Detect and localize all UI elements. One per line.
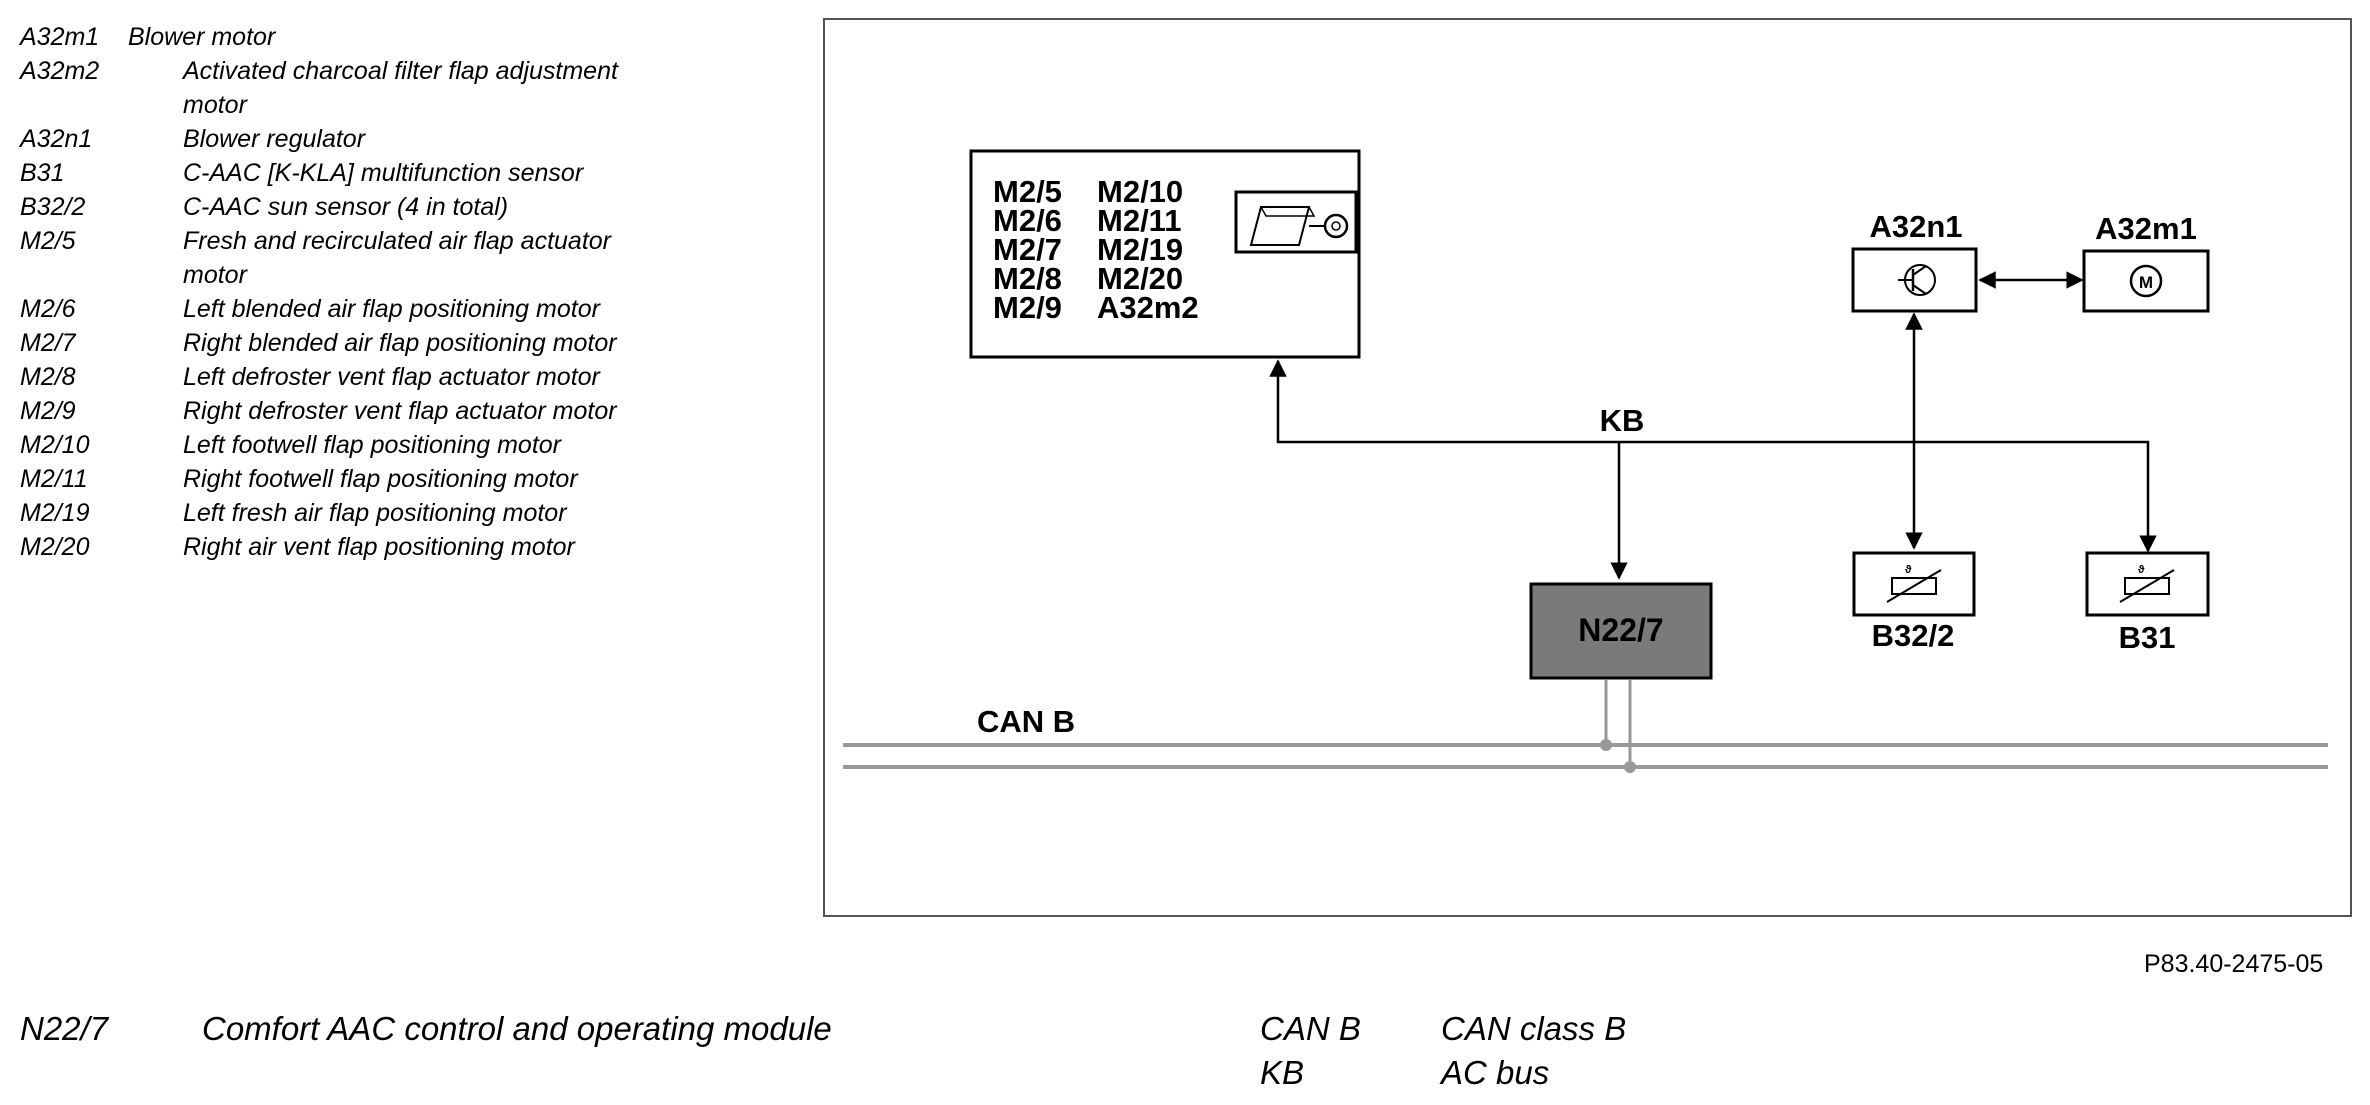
legend-code: M2/6 — [20, 295, 76, 323]
multifunction-sensor-block: ϑ B31 — [2085, 551, 2210, 655]
kb-label: KB — [1600, 403, 1645, 438]
legend-code: A32m2 — [20, 57, 100, 85]
motor-code: M2/19 — [1097, 232, 1183, 267]
control-module-block: N22/7 — [1529, 582, 1713, 680]
can-b-bus — [843, 680, 2328, 773]
motor-code: M2/10 — [1097, 174, 1183, 209]
legend-desc: Blower regulator — [183, 125, 366, 153]
motor-code: A32m2 — [1097, 290, 1199, 325]
legend-desc: Left blended air flap positioning motor — [183, 295, 600, 323]
legend-desc: C-AAC [K-KLA] multifunction sensor — [183, 159, 584, 187]
motor-symbol: M — [2139, 273, 2153, 292]
legend-code: M2/19 — [20, 499, 90, 527]
legend-code: M2/9 — [20, 397, 76, 425]
figure-id: P83.40-2475-05 — [2144, 950, 2324, 978]
legend-code: M2/8 — [20, 363, 76, 391]
legend-row: M2/11 Right footwell flap positioning mot… — [20, 462, 680, 496]
motor-icon — [2129, 264, 2163, 298]
legend-code: M2/7 — [20, 329, 76, 357]
legend-code: A32n1 — [20, 125, 93, 153]
legend-desc: Blower motor — [128, 23, 276, 51]
legend-row: M2/10 Left footwell flap positioning moto… — [20, 428, 680, 462]
motor-code: M2/7 — [993, 232, 1062, 267]
blower-motor-block: A32m1 M — [2082, 211, 2210, 313]
legend-row: A32m2 Activated charcoal filter flap adju… — [20, 54, 680, 122]
component-legend: A32m1 Blower motor A32m2 Activated charcoa… — [20, 20, 680, 564]
legend-code: A32m1 — [20, 23, 100, 51]
can-b-label: CAN B — [977, 704, 1075, 739]
svg-text:ϑ: ϑ — [2138, 564, 2145, 576]
bottom-legend-code: KB — [1260, 1054, 1305, 1091]
bottom-legend-code: CAN B — [1260, 1010, 1361, 1047]
legend-desc: Right footwell flap positioning motor — [183, 465, 578, 493]
legend-desc: Left defroster vent flap actuator motor — [183, 363, 600, 391]
legend-desc: Activated charcoal filter flap adjustmen… — [183, 57, 618, 119]
motor-code: M2/6 — [993, 203, 1062, 238]
legend-row: M2/6 Left blended air flap positioning mo… — [20, 292, 680, 326]
b32-label: B32/2 — [1872, 618, 1955, 653]
legend-code: B31 — [20, 159, 65, 187]
legend-code: M2/20 — [20, 533, 90, 561]
legend-code: M2/10 — [20, 431, 90, 459]
motor-code: M2/11 — [1097, 203, 1181, 238]
legend-desc: Right blended air flap positioning motor — [183, 329, 617, 357]
n22-label: N22/7 — [1578, 612, 1663, 648]
legend-row: B32/2 C-AAC sun sensor (4 in total) — [20, 190, 680, 224]
legend-row: M2/19 Left fresh air flap positioning mot… — [20, 496, 680, 530]
legend-desc: Fresh and recirculated air flap actuator… — [183, 227, 611, 289]
legend-row: A32n1 Blower regulator — [20, 122, 680, 156]
flap-actuator-icon — [1234, 190, 1358, 254]
legend-row: M2/9 Right defroster vent flap actuator m… — [20, 394, 680, 428]
motor-code: M2/20 — [1097, 261, 1183, 296]
legend-row: M2/7 Right blended air flap positioning m… — [20, 326, 680, 360]
kb-bus — [1269, 312, 2157, 580]
bottom-legend-desc: Comfort AAC control and operating module — [202, 1010, 832, 1047]
legend-row: M2/8 Left defroster vent flap actuator mo… — [20, 360, 680, 394]
legend-row: M2/5 Fresh and recirculated air flap actu… — [20, 224, 680, 292]
bottom-legend-desc: AC bus — [1441, 1054, 1550, 1091]
motor-group-box: M2/5 M2/6 M2/7 M2/8 M2/9 M2/10 M2/11 M2/… — [969, 149, 1361, 359]
svg-text:ϑ: ϑ — [1905, 564, 1912, 576]
transistor-icon — [1898, 264, 1936, 296]
blower-regulator-block: A32n1 — [1851, 209, 1978, 313]
sun-sensor-block: ϑ B32/2 — [1852, 551, 1976, 653]
legend-code: B32/2 — [20, 193, 86, 221]
legend-code: M2/5 — [20, 227, 76, 255]
sensor-icon: ϑ — [1886, 564, 1942, 603]
sensor-icon: ϑ — [2119, 564, 2175, 603]
legend-desc: Right defroster vent flap actuator motor — [183, 397, 617, 425]
legend-row: A32m1 Blower motor — [20, 20, 680, 54]
a32n1-label: A32n1 — [1869, 209, 1962, 244]
legend-desc: Left fresh air flap positioning motor — [183, 499, 567, 527]
bottom-legend-desc: CAN class B — [1441, 1010, 1627, 1047]
motor-code: M2/5 — [993, 174, 1062, 209]
legend-desc: C-AAC sun sensor (4 in total) — [183, 193, 509, 221]
legend-desc: Left footwell flap positioning motor — [183, 431, 561, 459]
legend-code: M2/11 — [20, 465, 88, 493]
b31-label: B31 — [2119, 620, 2176, 655]
bottom-legend-code: N22/7 — [20, 1010, 109, 1047]
wiring-diagram: M2/5 M2/6 M2/7 M2/8 M2/9 M2/10 M2/11 M2/… — [823, 18, 2352, 917]
legend-desc: Right air vent flap positioning motor — [183, 533, 575, 561]
legend-row: M2/20 Right air vent flap positioning mot… — [20, 530, 680, 564]
legend-row: B31 C-AAC [K-KLA] multifunction sensor — [20, 156, 680, 190]
motor-code: M2/8 — [993, 261, 1062, 296]
a32m1-label: A32m1 — [2095, 211, 2197, 246]
motor-code: M2/9 — [993, 290, 1062, 325]
